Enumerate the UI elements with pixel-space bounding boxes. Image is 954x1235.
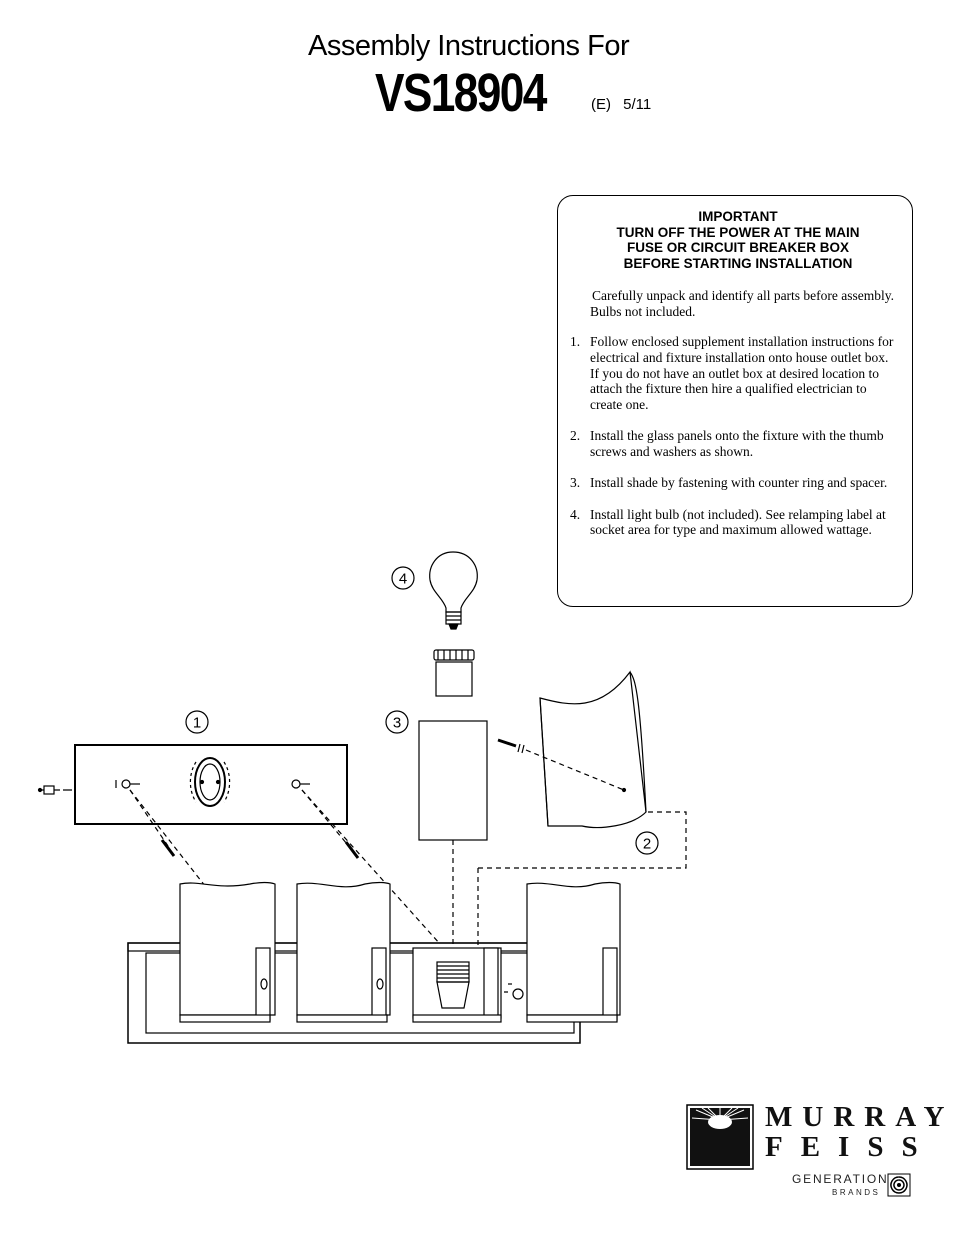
wood-screw-left [160, 839, 176, 857]
shade [418, 720, 488, 841]
safety-notice: IMPORTANT TURN OFF THE POWER AT THE MAIN… [558, 209, 912, 272]
notice-heading-2: TURN OFF THE POWER AT THE MAIN [616, 224, 860, 240]
fixture-shade-3 [526, 881, 621, 1023]
notice-heading-4: BEFORE STARTING INSTALLATION [623, 256, 853, 272]
svg-text:3: 3 [393, 715, 401, 732]
model-number: VS18904 [375, 63, 547, 123]
callout-1: 1 [185, 710, 209, 734]
fixture-shade-2 [296, 881, 391, 1023]
revision-code: (E) 5/11 [591, 96, 652, 113]
step-text: Install the glass panels onto the fixtur… [590, 428, 884, 460]
step-number: 2. [570, 428, 581, 444]
callout-2: 2 [635, 831, 659, 855]
svg-text:4: 4 [399, 571, 407, 588]
brand-logo: MURRAY FEISS GENERATION BRANDS [686, 1102, 944, 1198]
mounting-screw-right [291, 779, 310, 789]
fixture-socket [412, 947, 524, 1023]
step-item: 3. Install shade by fastening with counte… [570, 475, 898, 491]
notice-heading-3: FUSE OR CIRCUIT BREAKER BOX [626, 240, 849, 256]
logo-tagline: GENERATION [792, 1172, 889, 1186]
notice-heading-1: IMPORTANT [698, 209, 778, 224]
logo-line-2: FEISS [765, 1131, 936, 1163]
step-text: Install shade by fastening with counter … [590, 475, 888, 491]
wire-connector [37, 785, 72, 795]
step-number: 3. [570, 475, 581, 491]
logo-subtagline: BRANDS [832, 1188, 881, 1197]
svg-text:2: 2 [643, 836, 651, 853]
spacer [435, 661, 473, 697]
mounting-screw-left [115, 779, 140, 789]
step-number: 4. [570, 506, 581, 522]
fixture-shade-1 [179, 881, 276, 1023]
wood-screw-right [344, 841, 360, 859]
instructions-box: IMPORTANT TURN OFF THE POWER AT THE MAIN… [557, 195, 913, 607]
svg-text:1: 1 [193, 715, 201, 732]
steps-list: 1. Follow enclosed supplement installatio… [570, 334, 898, 538]
generation-brands-icon [887, 1173, 911, 1197]
sunburst-icon [686, 1104, 754, 1170]
glass-panel [539, 670, 647, 829]
thumb-screw [497, 738, 525, 754]
intro-text: Carefully unpack and identify all parts … [590, 287, 895, 319]
step-text: Follow enclosed supplement installation … [590, 334, 894, 413]
callout-3: 3 [385, 710, 409, 734]
step-item: 4. Install light bulb (not included). See… [570, 507, 898, 538]
logo-line-1: MURRAY [765, 1101, 954, 1133]
step-item: 2. Install the glass panels onto the fixt… [570, 428, 898, 459]
step-item: 1. Follow enclosed supplement installatio… [570, 334, 898, 413]
counter-ring [433, 649, 475, 661]
step-number: 1. [570, 334, 581, 350]
mounting-plate [74, 744, 348, 825]
step-text: Install light bulb (not included). See r… [590, 506, 886, 538]
document-title: Assembly Instructions For [308, 30, 630, 62]
callout-4: 4 [391, 566, 415, 590]
light-bulb [429, 551, 478, 630]
